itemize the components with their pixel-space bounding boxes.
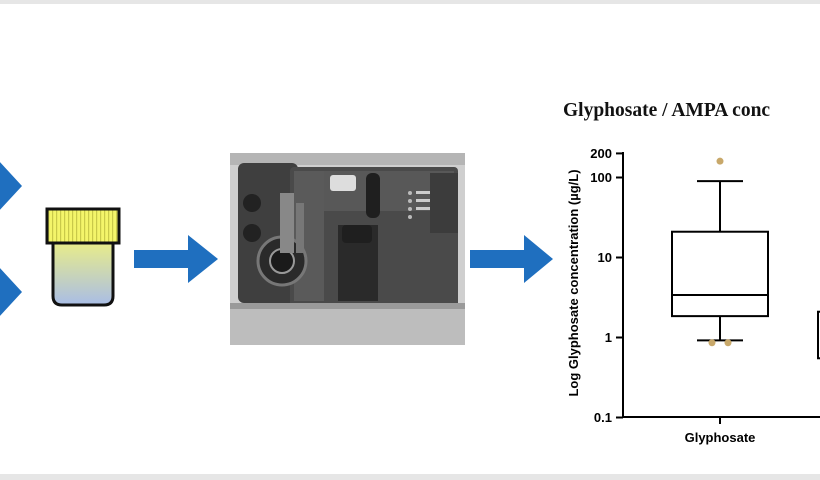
arrow-right-icon xyxy=(0,162,22,210)
outlier-point xyxy=(708,339,716,347)
y-tick-label: 1 xyxy=(605,330,612,345)
y-tick-label: 10 xyxy=(598,250,612,265)
arrow-right-icon xyxy=(470,235,553,283)
x-tick-label: Glyphosate xyxy=(685,430,756,445)
box-iqr-partial xyxy=(817,310,820,360)
outlier-point xyxy=(716,157,724,165)
lc-ms-instrument-image xyxy=(230,153,465,345)
y-tick-label: 0.1 xyxy=(594,410,612,425)
arrow-right-icon xyxy=(134,235,218,283)
y-tick-label: 200 xyxy=(590,146,612,161)
box-plot: 200 100 10 1 0.1 Log Glyphosate concentratio… xyxy=(566,146,820,445)
chart-title: Glyphosate / AMPA conc xyxy=(563,100,771,121)
frame-top-border xyxy=(0,0,820,4)
arrow-right-icon xyxy=(0,268,22,316)
box-iqr xyxy=(671,230,769,318)
sample-vial-icon xyxy=(45,207,121,307)
frame-bottom-border xyxy=(0,474,820,480)
outlier-point xyxy=(724,339,732,347)
y-axis-label: Log Glyphosate concentration (µg/L) xyxy=(566,169,581,396)
y-tick-label: 100 xyxy=(590,170,612,185)
